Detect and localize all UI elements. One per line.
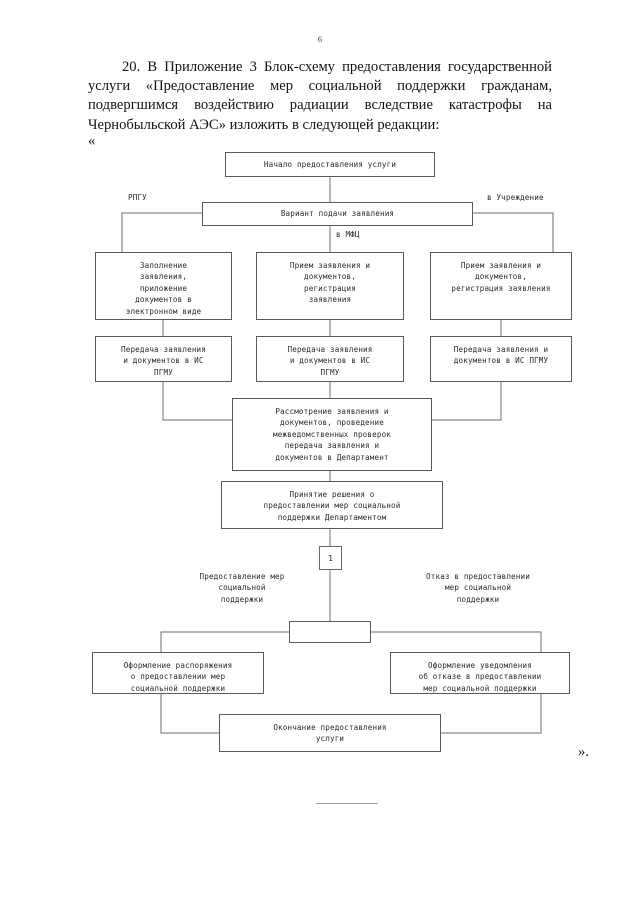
closing-quote: ». [578,744,589,760]
node-issue-order-grant: Оформление распоряжения о предоставлении… [92,652,264,694]
node-application-variant: Вариант подачи заявления [202,202,473,226]
edge-label-grant-branch: Предоставление мер социальной поддержки [199,572,285,604]
node-issue-refusal-notice: Оформление уведомления об отказе в предо… [390,652,570,694]
edge-label-institution: в Учреждение [487,193,544,202]
node-transfer-is-pgmu-mid: Передача заявления и документов в ИС ПГМ… [256,336,404,382]
node-transfer-is-pgmu-right: Передача заявления и документов в ИС ПГМ… [430,336,572,382]
node-end: Окончание предоставления услуги [219,714,441,752]
node-decision-department: Принятие решения о предоставлении мер со… [221,481,443,529]
edge-label-mfc: в МФЦ [336,230,360,239]
node-review-documents: Рассмотрение заявления и документов, про… [232,398,432,471]
edge-label-rpgu: РПГУ [128,193,147,202]
footer-separator [316,803,378,804]
node-accept-register-institution: Прием заявления и документов, регистраци… [430,252,572,320]
opening-quote: « [88,133,96,149]
node-branch-junction [289,621,371,643]
node-fill-application-electronic: Заполнение заявления, приложение докумен… [95,252,232,320]
node-start: Начало предоставления услуги [225,152,435,177]
page-number: 6 [317,34,323,44]
amendment-paragraph: 20. В Приложение 3 Блок-схему предоставл… [88,59,552,133]
edge-label-refuse-branch: Отказ в предоставлении мер социальной по… [426,572,530,604]
paragraph-block: 20. В Приложение 3 Блок-схему предоставл… [88,58,552,135]
node-accept-register-mfc: Прием заявления и документов, регистраци… [256,252,404,320]
node-transfer-is-pgmu-left: Передача заявления и документов в ИС ПГМ… [95,336,232,382]
node-connector-marker-1: 1 [319,546,342,570]
